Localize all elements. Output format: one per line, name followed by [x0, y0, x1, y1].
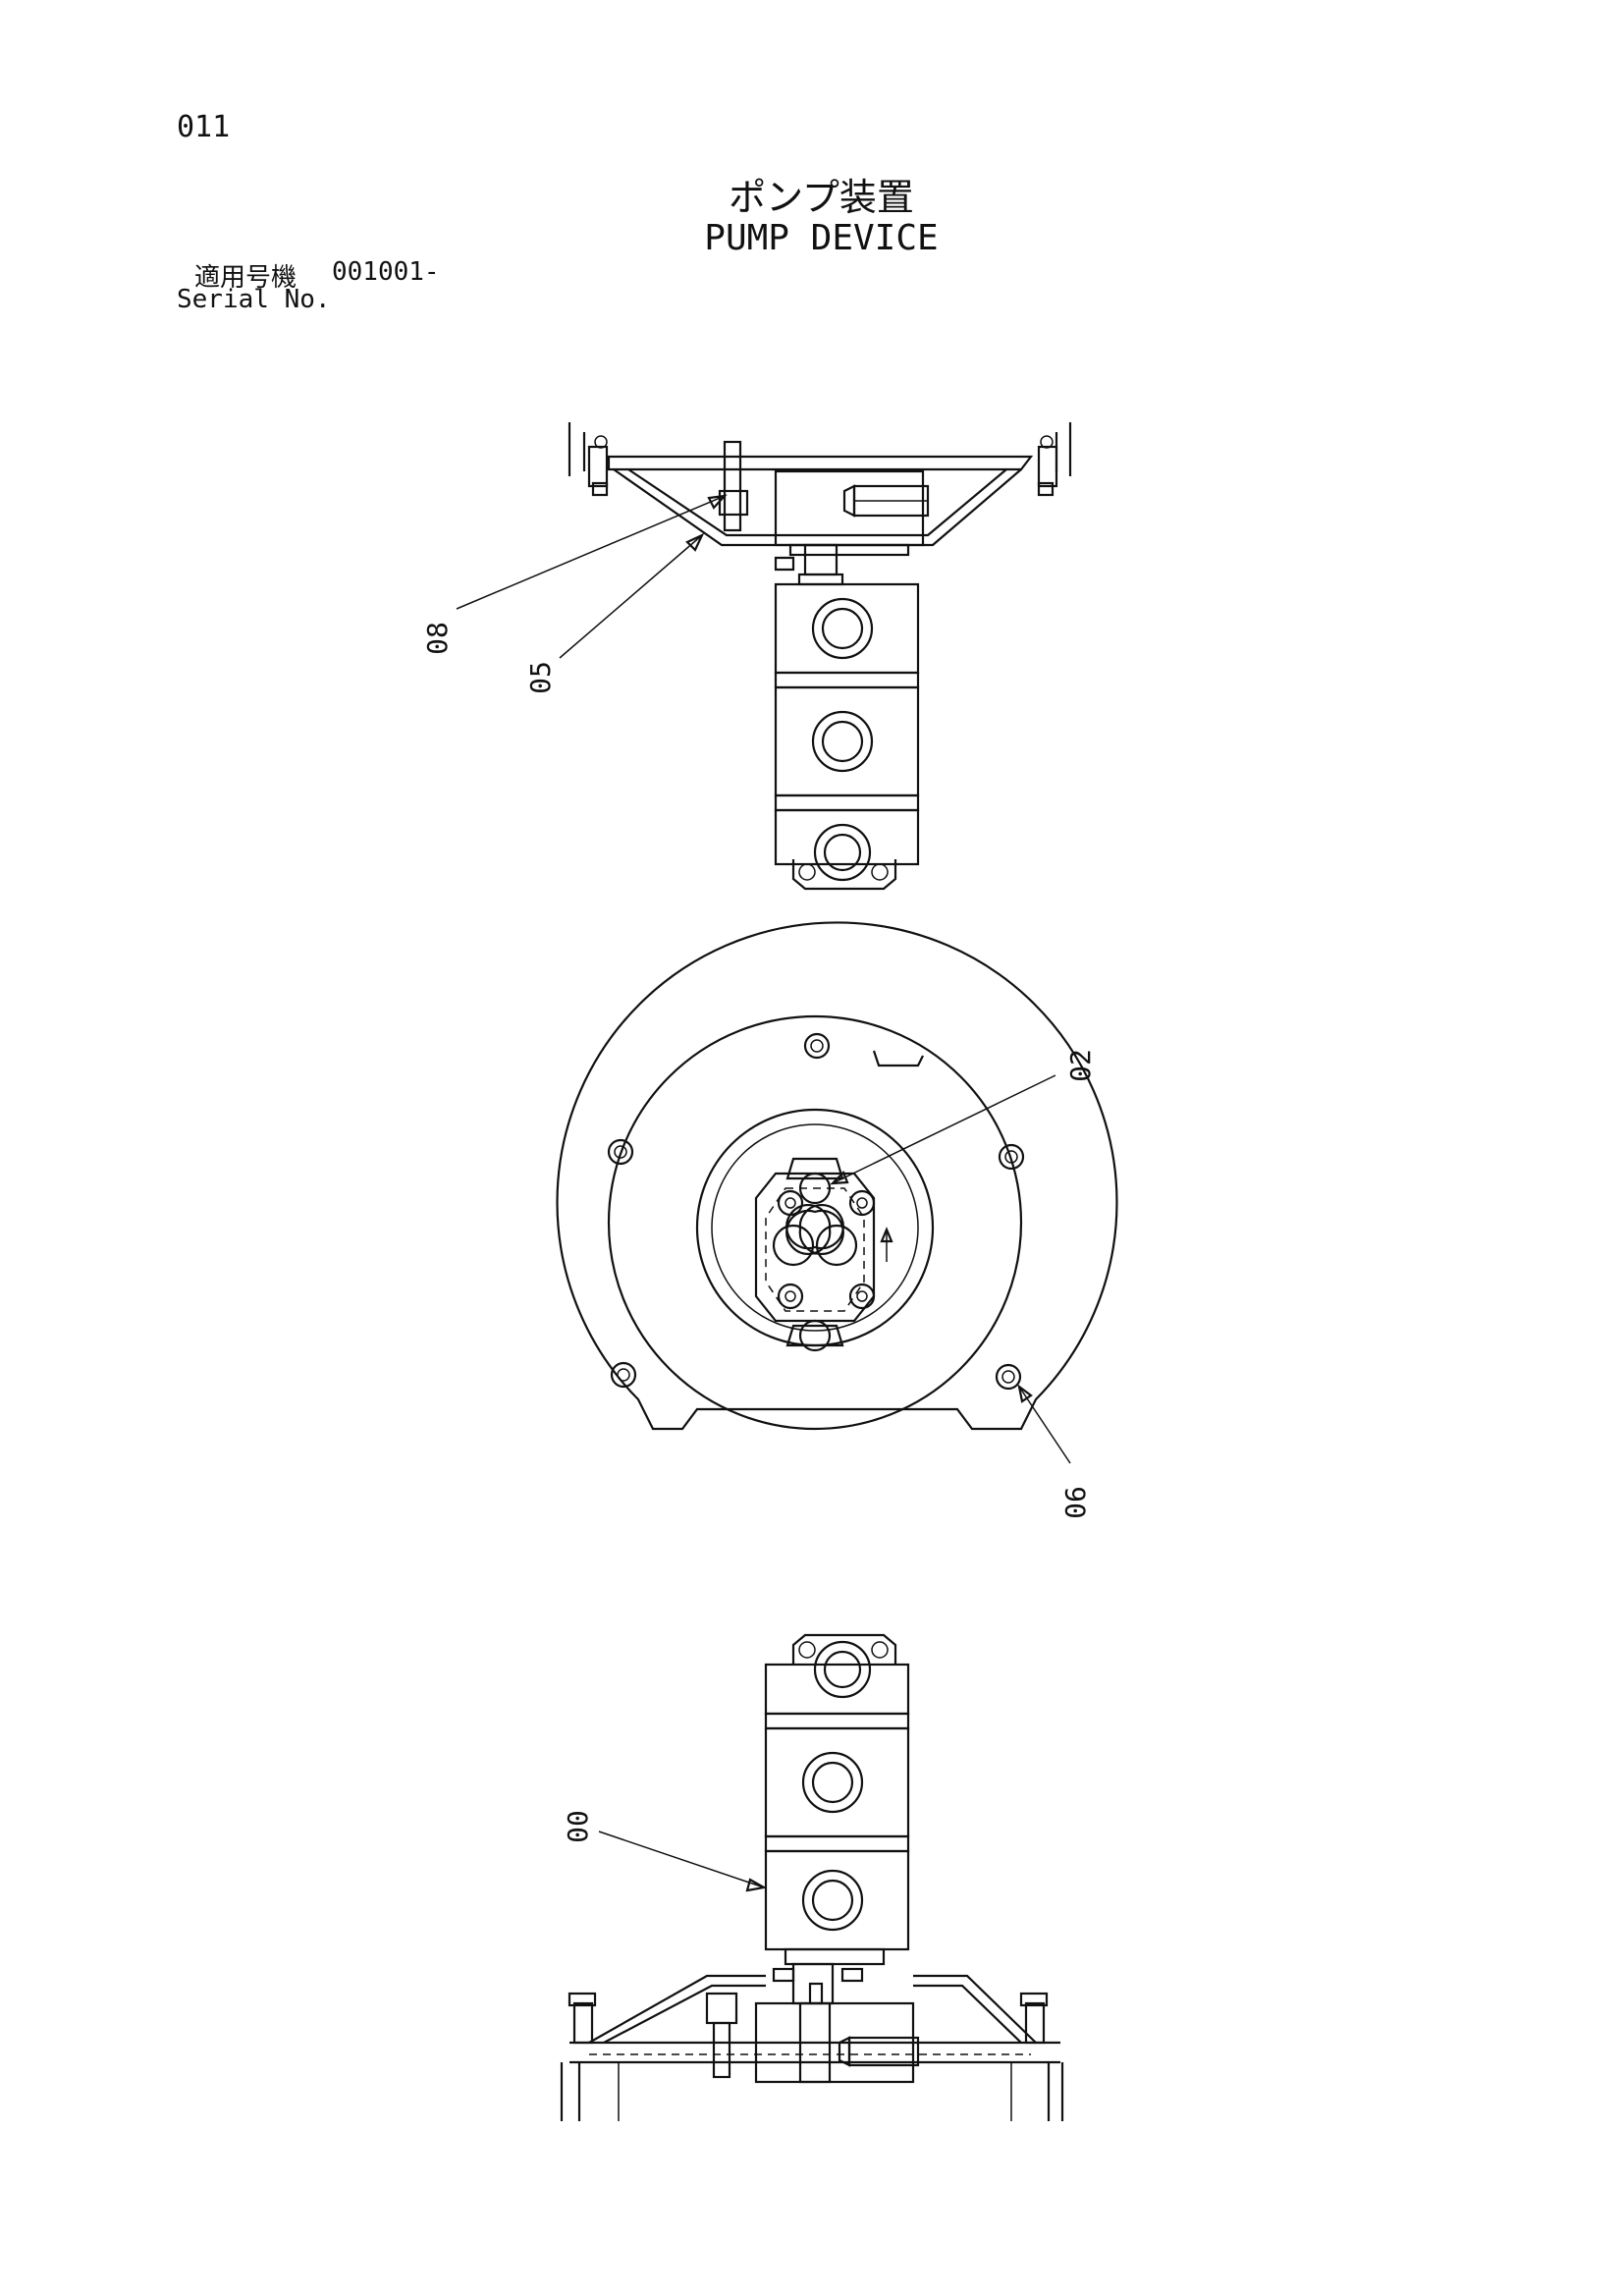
callout-06: 06	[1059, 1486, 1092, 1519]
serial-label-japanese: 適用号機	[194, 263, 298, 293]
callout-05: 05	[524, 661, 557, 694]
top-view	[456, 422, 1072, 891]
serial-label-english: Serial No.	[177, 285, 331, 314]
callout-00: 00	[562, 1810, 594, 1843]
title-japanese: ポンプ装置	[729, 176, 914, 219]
serial-value: 001001-	[332, 257, 440, 287]
middle-view	[556, 921, 1118, 1464]
page-number: 011	[177, 110, 231, 144]
callout-02: 02	[1064, 1049, 1097, 1082]
callout-08: 08	[421, 622, 454, 655]
bottom-view	[560, 1633, 1064, 2121]
title-english: PUMP DEVICE	[704, 218, 939, 258]
